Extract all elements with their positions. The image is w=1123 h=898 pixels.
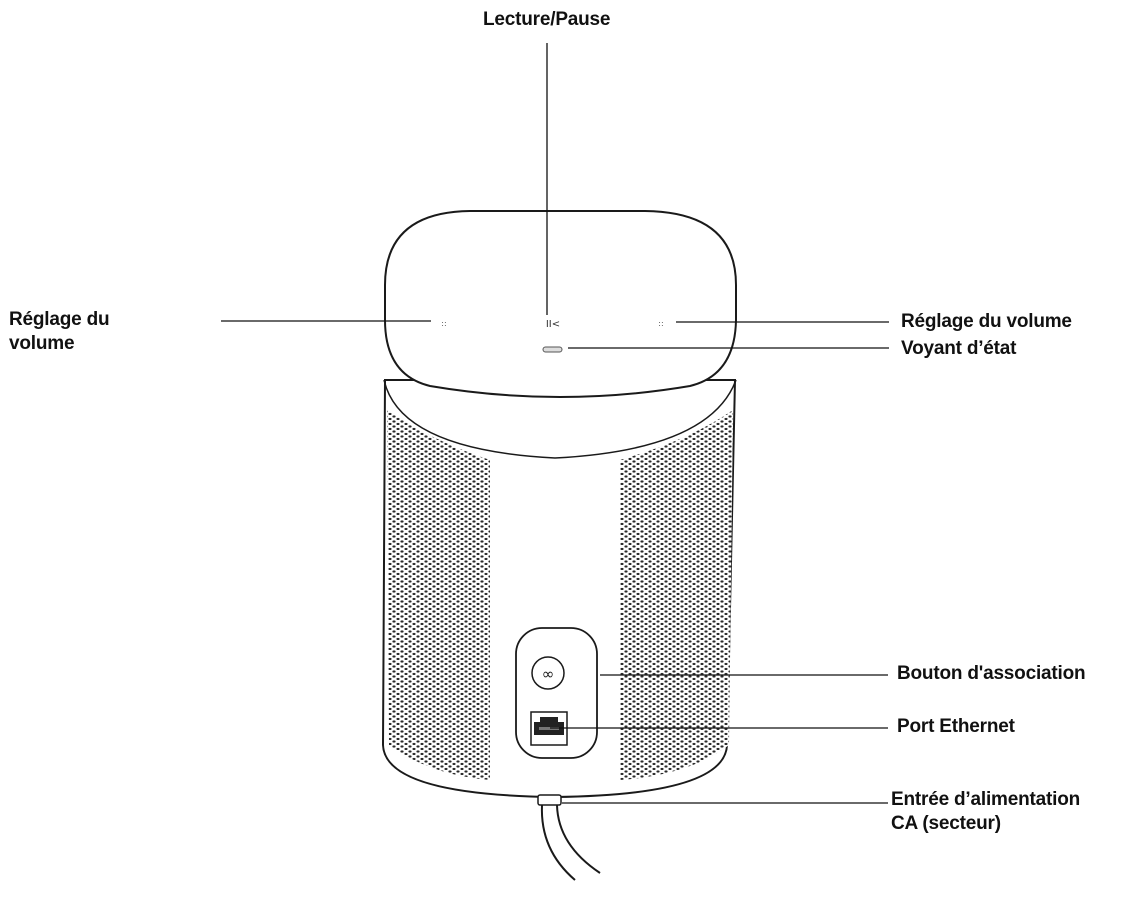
label-volume-left: Réglage du volume	[9, 308, 110, 356]
volume-left-icon[interactable]: ::	[441, 319, 446, 328]
status-light-indicator	[542, 346, 563, 353]
label-power-input-line1: Entrée d’alimentation	[891, 789, 1081, 810]
infinity-icon: ∞	[542, 665, 555, 683]
label-ethernet-port-text: Port Ethernet	[897, 716, 1015, 737]
label-volume-right-text: Réglage du volume	[901, 311, 1072, 332]
label-pairing-button-text: Bouton d'association	[897, 663, 1086, 684]
pairing-button[interactable]	[531, 656, 565, 690]
play-pause-icon[interactable]: II<	[546, 319, 560, 330]
label-status-light-text: Voyant d’état	[901, 338, 1017, 359]
label-volume-right: Réglage du volume	[901, 310, 1072, 334]
power-cable	[537, 794, 601, 881]
label-play-pause-text: Lecture/Pause	[483, 9, 611, 30]
label-pairing-button: Bouton d'association	[897, 662, 1086, 686]
grille-right	[620, 410, 733, 780]
label-volume-left-line1: Réglage du	[9, 309, 110, 330]
label-ethernet-port: Port Ethernet	[897, 715, 1015, 739]
top-shoulder	[383, 379, 737, 459]
label-play-pause: Lecture/Pause	[483, 8, 610, 32]
label-status-light: Voyant d’état	[901, 337, 1016, 361]
label-volume-left-line2: volume	[9, 333, 75, 354]
top-panel	[384, 210, 737, 398]
label-power-input-line2: CA (secteur)	[891, 813, 1001, 834]
label-power-input: Entrée d’alimentation CA (secteur)	[891, 788, 1080, 836]
volume-right-icon[interactable]: ::	[658, 319, 663, 328]
grille-left	[387, 410, 490, 780]
ethernet-port[interactable]	[530, 711, 568, 746]
